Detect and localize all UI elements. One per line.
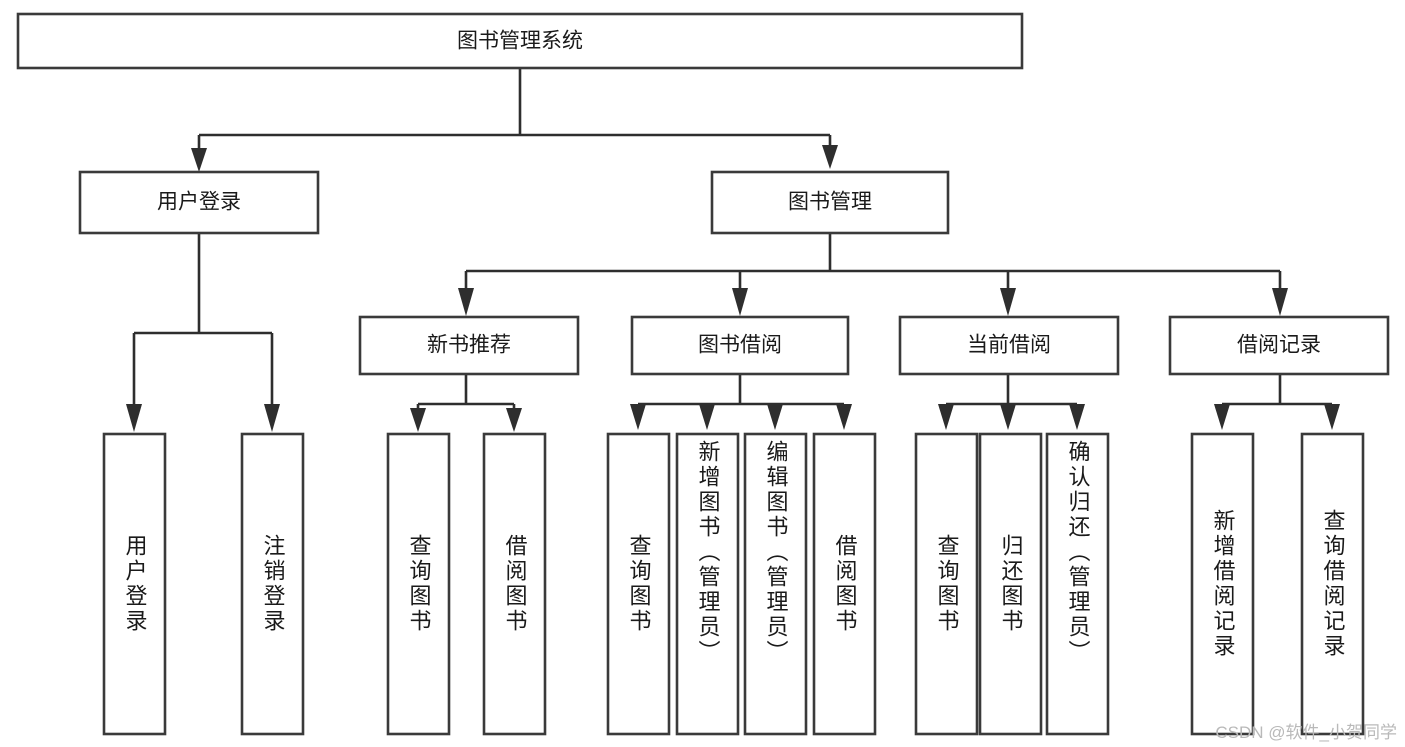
leaf-book-borrow-1[interactable]: 查询图书 — [606, 432, 671, 736]
leaf-book-borrow-3-cell: 编辑图书（管理员） — [745, 434, 806, 734]
node-user-login[interactable]: 用户登录 — [78, 170, 320, 235]
leaf-new-book-1-label: 查询图书 — [406, 534, 432, 634]
leaf-book-borrow-2-label: 新增图书（管理员） — [695, 440, 721, 665]
leaf-current-borrow-3-box[interactable] — [1045, 432, 1110, 736]
node-root[interactable]: 图书管理系统 — [16, 12, 1024, 70]
arrow-leaf-bookborrow-1 — [630, 404, 646, 430]
leaf-book-borrow-3-label: 编辑图书（管理员） — [763, 440, 789, 665]
node-borrow-record[interactable]: 借阅记录 — [1168, 315, 1390, 376]
node-user-login-box[interactable] — [78, 170, 320, 235]
leaf-user-login-2[interactable]: 注销登录 — [240, 432, 305, 736]
arrow-leaf-bookborrow-2 — [699, 404, 715, 430]
arrow-book-manage — [822, 145, 838, 169]
leaf-new-book-2-label: 借阅图书 — [502, 534, 528, 634]
leaf-borrow-record-2-box[interactable] — [1300, 432, 1365, 736]
node-book-borrow-label: 图书借阅 — [698, 334, 782, 357]
leaf-book-borrow-4-cell: 借阅图书 — [814, 434, 875, 734]
leaf-new-book-1-box[interactable] — [386, 432, 451, 736]
node-current-borrow-label: 当前借阅 — [967, 334, 1051, 357]
arrow-leaf-currentborrow-1 — [938, 404, 954, 430]
leaf-new-book-1-cell: 查询图书 — [388, 434, 449, 734]
leaf-current-borrow-3-cell: 确认归还（管理员） — [1047, 434, 1108, 734]
node-new-book-recommend-box[interactable] — [358, 315, 580, 376]
leaf-book-borrow-4-box[interactable] — [812, 432, 877, 736]
arrow-bookborrow — [732, 288, 748, 316]
leaf-current-borrow-2-box[interactable] — [978, 432, 1043, 736]
node-borrow-record-box[interactable] — [1168, 315, 1390, 376]
leaf-book-borrow-2-cell: 新增图书（管理员） — [677, 434, 738, 734]
connector-layer — [126, 68, 1340, 432]
leaf-borrow-record-2-cell: 查询借阅记录 — [1302, 434, 1363, 734]
leaf-book-borrow-1-label: 查询图书 — [626, 534, 652, 634]
node-book-borrow-box[interactable] — [630, 315, 850, 376]
leaf-current-borrow-1-label: 查询图书 — [934, 534, 960, 634]
leaf-borrow-record-1-label: 新增借阅记录 — [1210, 509, 1236, 659]
node-book-manage-label: 图书管理 — [788, 191, 872, 214]
leaf-current-borrow-2[interactable]: 归还图书 — [978, 432, 1043, 736]
arrow-leaf-borrowrecord-1 — [1214, 404, 1230, 430]
arrow-leaf-newbook-2 — [506, 408, 522, 432]
leaf-current-borrow-1-cell: 查询图书 — [916, 434, 977, 734]
leaf-book-borrow-4-label: 借阅图书 — [832, 534, 858, 634]
arrow-currentborrow — [1000, 288, 1016, 316]
leaf-user-login-2-cell: 注销登录 — [242, 434, 303, 734]
leaf-book-borrow-2[interactable]: 新增图书（管理员） — [675, 432, 740, 736]
leaf-new-book-2-cell: 借阅图书 — [484, 434, 545, 734]
arrow-leaf-bookborrow-4 — [836, 404, 852, 430]
node-user-login-label: 用户登录 — [157, 191, 241, 214]
leaf-borrow-record-1-cell: 新增借阅记录 — [1192, 434, 1253, 734]
leaf-user-login-1[interactable]: 用户登录 — [102, 432, 167, 736]
node-borrow-record-label: 借阅记录 — [1237, 334, 1321, 357]
arrow-leaf-currentborrow-3 — [1069, 404, 1085, 430]
arrow-leaf-bookborrow-3 — [767, 404, 783, 430]
leaf-new-book-2-box[interactable] — [482, 432, 547, 736]
leaf-book-borrow-1-box[interactable] — [606, 432, 671, 736]
leaf-current-borrow-1-box[interactable] — [914, 432, 979, 736]
leaf-user-login-1-box[interactable] — [102, 432, 167, 736]
leaf-current-borrow-1[interactable]: 查询图书 — [914, 432, 979, 736]
node-book-manage[interactable]: 图书管理 — [710, 170, 950, 235]
node-new-book-recommend-label: 新书推荐 — [427, 334, 511, 357]
leaf-user-login-2-label: 注销登录 — [260, 534, 286, 634]
arrow-leaf-user-login-1 — [126, 404, 142, 432]
leaf-borrow-record-1-box[interactable] — [1190, 432, 1255, 736]
leaf-book-borrow-1-cell: 查询图书 — [608, 434, 669, 734]
node-root-box[interactable] — [16, 12, 1024, 70]
leaf-book-borrow-3-box[interactable] — [743, 432, 808, 736]
arrow-user-login — [191, 148, 207, 172]
leaf-user-login-1-label: 用户登录 — [122, 534, 148, 634]
leaf-user-login-2-box[interactable] — [240, 432, 305, 736]
leaf-book-borrow-4[interactable]: 借阅图书 — [812, 432, 877, 736]
leaf-borrow-record-2-label: 查询借阅记录 — [1320, 509, 1346, 659]
leaf-book-borrow-3[interactable]: 编辑图书（管理员） — [743, 432, 808, 736]
node-new-book-recommend[interactable]: 新书推荐 — [358, 315, 580, 376]
leaf-new-book-1[interactable]: 查询图书 — [386, 432, 451, 736]
leaf-borrow-record-1[interactable]: 新增借阅记录 — [1190, 432, 1255, 736]
arrow-leaf-borrowrecord-2 — [1324, 404, 1340, 430]
arrow-newbook — [458, 288, 474, 316]
arrow-borrowrecord — [1272, 288, 1288, 316]
leaf-new-book-2[interactable]: 借阅图书 — [482, 432, 547, 736]
node-current-borrow[interactable]: 当前借阅 — [898, 315, 1120, 376]
leaf-book-borrow-2-box[interactable] — [675, 432, 740, 736]
leaf-current-borrow-3[interactable]: 确认归还（管理员） — [1045, 432, 1110, 736]
leaf-current-borrow-2-cell: 归还图书 — [980, 434, 1041, 734]
leaf-borrow-record-2[interactable]: 查询借阅记录 — [1300, 432, 1365, 736]
node-root-label: 图书管理系统 — [457, 30, 583, 53]
node-book-manage-box[interactable] — [710, 170, 950, 235]
leaf-user-login-1-cell: 用户登录 — [104, 434, 165, 734]
arrow-leaf-newbook-1 — [410, 408, 426, 432]
node-current-borrow-box[interactable] — [898, 315, 1120, 376]
leaf-current-borrow-3-label: 确认归还（管理员） — [1065, 440, 1091, 665]
arrow-leaf-user-login-2 — [264, 404, 280, 432]
leaf-current-borrow-2-label: 归还图书 — [998, 534, 1024, 634]
arrow-leaf-currentborrow-2 — [1000, 404, 1016, 430]
node-book-borrow[interactable]: 图书借阅 — [630, 315, 850, 376]
